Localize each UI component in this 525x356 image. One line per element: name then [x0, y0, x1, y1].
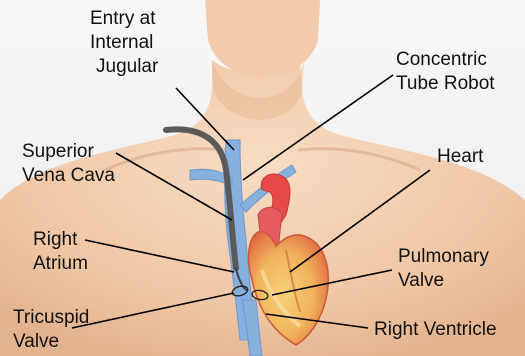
label-robot-line1: Concentric: [396, 48, 495, 72]
label-robot-line2: Tube Robot: [396, 72, 495, 96]
label-svc-line1: Superior: [22, 140, 115, 164]
label-entry-line2: Internal: [90, 31, 158, 55]
label-ventricle-line1: Right Ventricle: [374, 318, 497, 342]
label-right-ventricle: Right Ventricle: [374, 318, 497, 342]
label-pulmonary-line2: Valve: [398, 269, 489, 293]
label-entry-line3: Jugular: [90, 55, 158, 79]
label-entry-line1: Entry at: [90, 7, 158, 31]
label-tricuspid-line2: Valve: [13, 330, 89, 354]
label-heart: Heart: [437, 145, 483, 169]
label-atrium-line2: Atrium: [33, 252, 88, 276]
label-entry-at-internal-jugular: Entry at Internal Jugular: [90, 7, 158, 79]
label-pulmonary-line1: Pulmonary: [398, 245, 489, 269]
label-tricuspid-valve: Tricuspid Valve: [13, 306, 89, 354]
label-pulmonary-valve: Pulmonary Valve: [398, 245, 489, 293]
label-superior-vena-cava: Superior Vena Cava: [22, 140, 115, 188]
label-heart-line1: Heart: [437, 145, 483, 169]
label-svc-line2: Vena Cava: [22, 164, 115, 188]
label-atrium-line1: Right: [33, 228, 88, 252]
label-right-atrium: Right Atrium: [33, 228, 88, 276]
label-tricuspid-line1: Tricuspid: [13, 306, 89, 330]
label-concentric-tube-robot: Concentric Tube Robot: [396, 48, 495, 96]
